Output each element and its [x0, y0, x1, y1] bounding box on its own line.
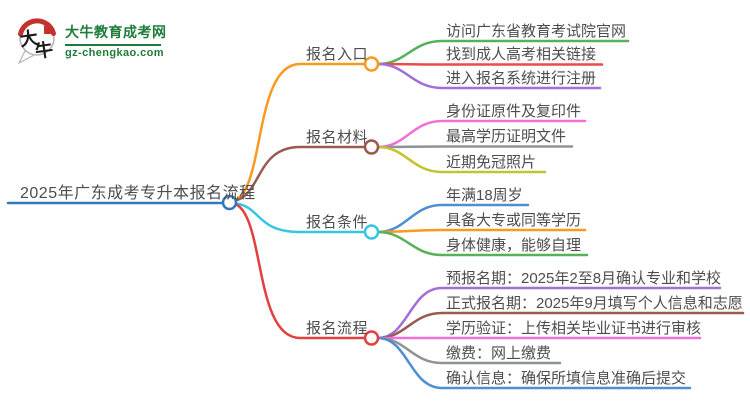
- branch-line-conditions: [229, 201, 366, 234]
- leaf-underline: [376, 228, 587, 234]
- leaf-label: 确认信息：确保所填信息准确后提交: [446, 370, 687, 387]
- logo-char-niu: 牛: [34, 38, 55, 61]
- branch-line-entrance: [229, 62, 366, 203]
- leaf-underline: [376, 145, 547, 174]
- leaf-label: 具备大专或同等学历: [446, 212, 582, 229]
- logo-divider: [65, 43, 161, 46]
- branch-node-conditions: [363, 224, 380, 240]
- leaf-label: 缴费：网上缴费: [446, 345, 552, 362]
- leaf-label: 身体健康，能够自理: [446, 237, 582, 254]
- root-node: [221, 194, 238, 211]
- leaf-label: 最高学历证明文件: [446, 128, 567, 145]
- site-logo: 大 牛 大牛教育成考网 gz-chengkao.com: [16, 14, 167, 66]
- logo-text-block: 大牛教育成考网 gz-chengkao.com: [65, 22, 167, 59]
- leaf-underline: [376, 145, 574, 149]
- leaf-label: 预报名期：2025年2至8月确认专业和学校: [446, 270, 722, 287]
- branch-label-entrance: 报名入口: [306, 46, 369, 63]
- branch-label-process: 报名流程: [306, 320, 369, 337]
- branch-line-materials: [229, 145, 366, 203]
- leaf-label: 进入报名系统进行注册: [446, 70, 597, 87]
- leaf-label: 找到成人高考相关链接: [446, 46, 597, 63]
- branch-node-materials: [363, 139, 380, 155]
- branch-line-process: [229, 201, 366, 340]
- leaf-label: 身份证原件及复印件: [446, 103, 582, 120]
- leaf-label: 近期免冠照片: [446, 154, 537, 171]
- site-name: 大牛教育成考网: [65, 23, 167, 40]
- leaf-underline: [376, 62, 602, 90]
- leaf-label: 学历验证：上传相关毕业证书进行审核: [446, 320, 702, 337]
- branch-node-process: [363, 330, 380, 346]
- logo-char-da: 大: [19, 27, 40, 50]
- site-domain: gz-chengkao.com: [65, 46, 164, 59]
- root-topic-label: 2025年广东成考专升本报名流程: [20, 185, 256, 202]
- logo-seal-icon: [44, 25, 52, 34]
- branch-node-entrance: [363, 56, 380, 72]
- leaf-label: 年满18周岁: [446, 187, 523, 204]
- leaf-underline: [376, 62, 604, 66]
- leaf-underline: [376, 336, 692, 390]
- logo-mark: 大 牛: [17, 18, 56, 65]
- leaf-underline: [376, 230, 589, 257]
- leaf-label: 正式报名期：2025年9月填写个人信息和志愿: [446, 295, 743, 312]
- leaf-label: 访问广东省教育考试院官网: [446, 23, 627, 40]
- branch-label-materials: 报名材料: [306, 129, 369, 146]
- branch-label-conditions: 报名条件: [306, 214, 369, 231]
